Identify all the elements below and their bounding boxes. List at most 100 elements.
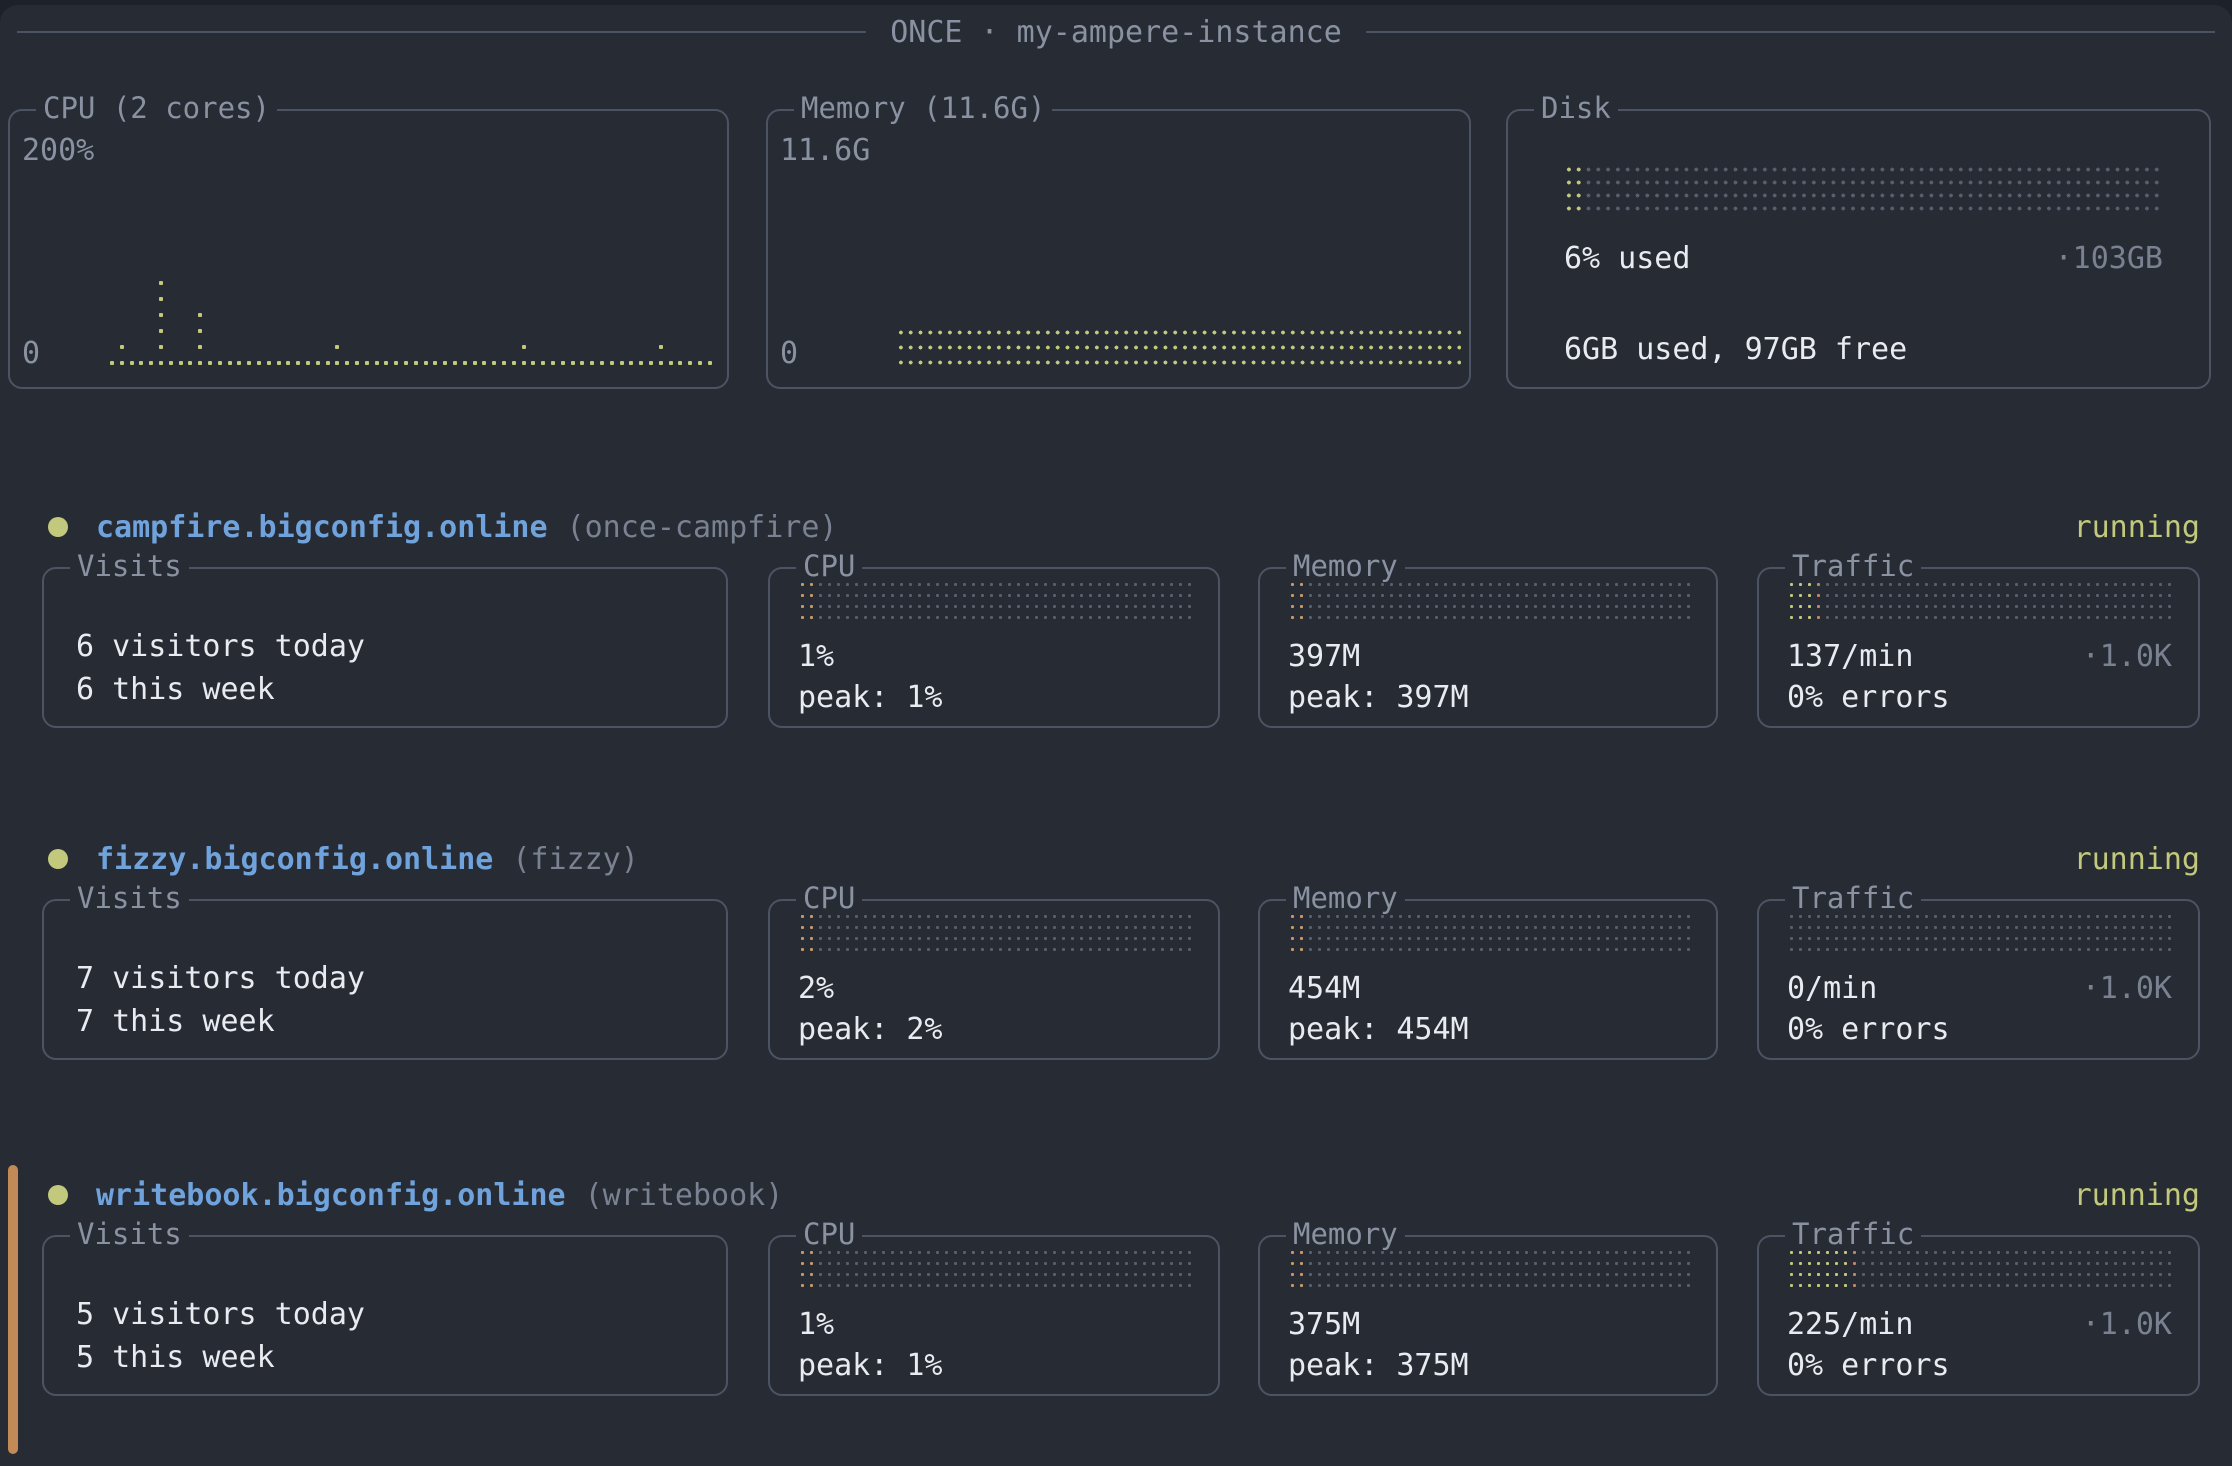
visits-panel: Visits 5 visitors today 5 this week — [42, 1235, 728, 1396]
app-section-campfire: campfire.bigconfig.online (once-campfire… — [0, 509, 2232, 728]
app-alias: (fizzy) — [512, 842, 638, 877]
cpu-axis-max: 200% — [22, 133, 94, 168]
traffic-errors: 0% errors — [1787, 1345, 2172, 1386]
memory-panel: Memory 397M peak: 397M — [1258, 567, 1718, 728]
traffic-panel: Traffic 0/min ·1.0K 0% errors — [1757, 899, 2200, 1060]
memory-usage-band — [896, 325, 1461, 369]
traffic-rate: 137/min — [1787, 636, 1913, 677]
system-cpu-panel: CPU (2 cores) 200% 0 — [8, 109, 729, 389]
memory-value: 397M — [1288, 636, 1690, 677]
memory-panel: Memory 454M peak: 454M — [1258, 899, 1718, 1060]
traffic-errors: 0% errors — [1787, 1009, 2172, 1050]
app-metrics-row: Visits 7 visitors today 7 this week CPU … — [42, 899, 2200, 1060]
memory-usage-fill — [1288, 911, 1306, 955]
traffic-rate: 225/min — [1787, 1304, 1913, 1345]
app-section-writebook: writebook.bigconfig.online (writebook) r… — [0, 1177, 2232, 1396]
panel-title: Memory (11.6G) — [794, 90, 1052, 126]
traffic-fill — [1787, 1247, 1850, 1291]
titlebar: ONCE · my-ampere-instance — [17, 13, 2215, 51]
status-dot-icon — [48, 1185, 68, 1205]
app-metrics-row: Visits 5 visitors today 5 this week CPU … — [42, 1235, 2200, 1396]
status-dot-icon — [48, 849, 68, 869]
system-disk-panel: Disk 6% used ·103GB 6GB used, 97GB free — [1506, 109, 2211, 389]
memory-peak: peak: 375M — [1288, 1345, 1690, 1386]
page-title: ONCE · my-ampere-instance — [890, 15, 1342, 50]
cpu-usage-bar — [798, 911, 1192, 955]
app-metrics-row: Visits 6 visitors today 6 this week CPU … — [42, 567, 2200, 728]
disk-total-label: ·103GB — [2055, 241, 2163, 276]
memory-usage-fill — [1288, 579, 1306, 623]
traffic-errors: 0% errors — [1787, 677, 2172, 718]
traffic-rate: 0/min — [1787, 968, 1877, 1009]
cpu-panel: CPU 1% peak: 1% — [768, 1235, 1220, 1396]
title-rule-right — [1366, 31, 2215, 33]
cpu-value: 2% — [798, 968, 1192, 1009]
traffic-cap: ·1.0K — [2082, 636, 2172, 677]
cpu-usage-bar — [798, 579, 1192, 623]
app-header[interactable]: fizzy.bigconfig.online (fizzy) running — [48, 841, 2200, 877]
panel-title: Visits — [70, 880, 189, 916]
memory-usage-fill — [1288, 1247, 1306, 1291]
app-domain-link[interactable]: campfire.bigconfig.online — [96, 510, 548, 545]
disk-usage-fill — [1564, 163, 1584, 215]
system-row: CPU (2 cores) 200% 0 Memory (11.6G) 11.6… — [8, 109, 2211, 389]
cpu-peak: peak: 1% — [798, 677, 1192, 718]
visits-today: 6 visitors today — [76, 625, 726, 668]
memory-value: 454M — [1288, 968, 1690, 1009]
system-memory-panel: Memory (11.6G) 11.6G 0 — [766, 109, 1471, 389]
app-domain-link[interactable]: fizzy.bigconfig.online — [96, 842, 493, 877]
traffic-bar — [1787, 579, 2172, 623]
visits-panel: Visits 7 visitors today 7 this week — [42, 899, 728, 1060]
memory-value: 375M — [1288, 1304, 1690, 1345]
memory-usage-bar — [1288, 579, 1690, 623]
memory-peak: peak: 454M — [1288, 1009, 1690, 1050]
traffic-bar — [1787, 1247, 2172, 1291]
selected-app-indicator — [8, 1165, 18, 1454]
panel-title: Disk — [1534, 90, 1618, 126]
cpu-panel: CPU 2% peak: 2% — [768, 899, 1220, 1060]
app-alias: (once-campfire) — [567, 510, 838, 545]
app-alias: (writebook) — [585, 1178, 784, 1213]
title-rule-left — [17, 31, 866, 33]
memory-usage-bar — [1288, 911, 1690, 955]
status-badge: running — [2074, 510, 2200, 545]
visits-today: 7 visitors today — [76, 957, 726, 1000]
cpu-usage-bar — [798, 1247, 1192, 1291]
traffic-accent — [1814, 579, 1823, 623]
terminal-screen: ONCE · my-ampere-instance CPU (2 cores) … — [0, 5, 2232, 1466]
visits-week: 5 this week — [76, 1336, 726, 1379]
app-header[interactable]: campfire.bigconfig.online (once-campfire… — [48, 509, 2200, 545]
visits-today: 5 visitors today — [76, 1293, 726, 1336]
cpu-peak: peak: 1% — [798, 1345, 1192, 1386]
app-header[interactable]: writebook.bigconfig.online (writebook) r… — [48, 1177, 2200, 1213]
panel-title: CPU (2 cores) — [36, 90, 277, 126]
cpu-panel: CPU 1% peak: 1% — [768, 567, 1220, 728]
status-badge: running — [2074, 842, 2200, 877]
cpu-usage-fill — [798, 911, 816, 955]
cpu-value: 1% — [798, 1304, 1192, 1345]
traffic-panel: Traffic 137/min ·1.0K 0% errors — [1757, 567, 2200, 728]
cpu-sparkline — [110, 245, 713, 365]
panel-title: Visits — [70, 1216, 189, 1252]
cpu-value: 1% — [798, 636, 1192, 677]
visits-week: 6 this week — [76, 668, 726, 711]
cpu-peak: peak: 2% — [798, 1009, 1192, 1050]
cpu-axis-min: 0 — [22, 336, 40, 371]
app-domain-link[interactable]: writebook.bigconfig.online — [96, 1178, 566, 1213]
traffic-fill — [1787, 579, 1814, 623]
disk-used-label: 6% used — [1564, 241, 1690, 276]
memory-panel: Memory 375M peak: 375M — [1258, 1235, 1718, 1396]
traffic-panel: Traffic 225/min ·1.0K 0% errors — [1757, 1235, 2200, 1396]
traffic-accent — [1850, 1247, 1859, 1291]
cpu-usage-fill — [798, 1247, 816, 1291]
memory-axis-min: 0 — [780, 336, 798, 371]
traffic-bar — [1787, 911, 2172, 955]
status-badge: running — [2074, 1178, 2200, 1213]
memory-usage-bar — [1288, 1247, 1690, 1291]
traffic-cap: ·1.0K — [2082, 1304, 2172, 1345]
status-dot-icon — [48, 517, 68, 537]
memory-peak: peak: 397M — [1288, 677, 1690, 718]
app-section-fizzy: fizzy.bigconfig.online (fizzy) running V… — [0, 841, 2232, 1060]
disk-detail: 6GB used, 97GB free — [1564, 332, 2163, 367]
disk-usage-bar — [1564, 163, 2163, 215]
